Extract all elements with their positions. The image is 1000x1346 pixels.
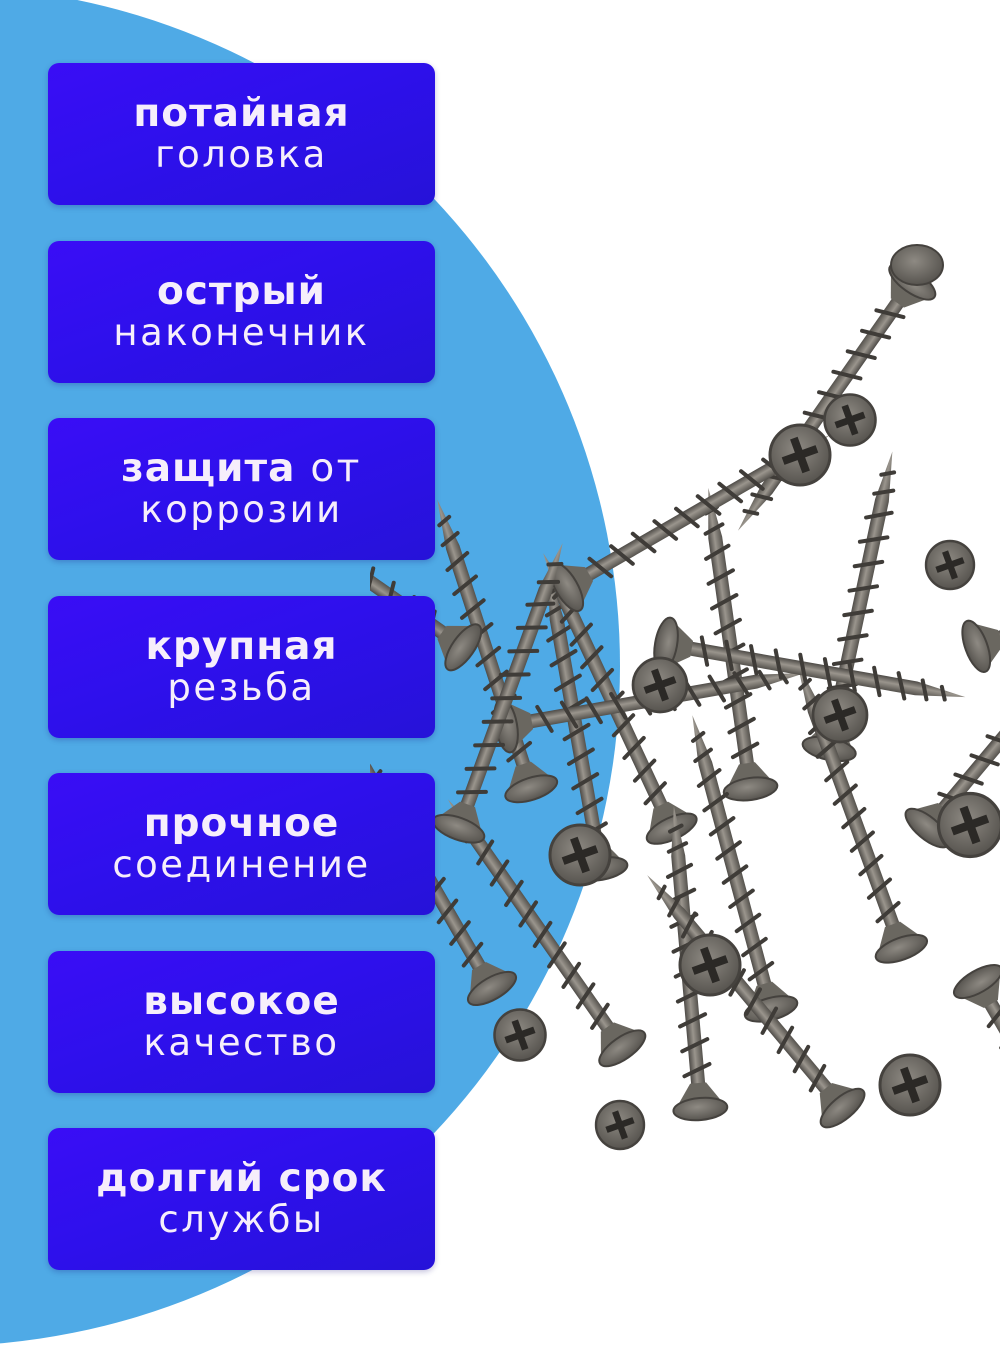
feature-title: защита [121,446,296,491]
feature-card-countersunk-head: потайная головка [48,63,435,205]
feature-subtitle: головка [155,133,328,176]
feature-card-coarse-thread: крупная резьба [48,596,435,738]
feature-card-long-service-life: долгий срок службы [48,1128,435,1270]
feature-title: потайная [133,91,350,136]
feature-title: высокое [143,979,340,1024]
feature-card-corrosion-protection: защита от коррозии [48,418,435,560]
feature-card-sharp-tip: острый наконечник [48,241,435,383]
feature-subtitle: службы [158,1198,325,1241]
feature-title: прочное [143,801,340,846]
feature-subtitle: качество [143,1021,340,1064]
feature-card-strong-connection: прочное соединение [48,773,435,915]
feature-subtitle: наконечник [113,311,370,354]
feature-subtitle: резьба [167,666,316,709]
feature-title: острый [156,269,327,314]
feature-title: крупная [145,624,338,669]
feature-title-regular: от [295,446,362,491]
feature-title: долгий срок [96,1156,387,1201]
screws-pile-image [370,244,1000,1155]
feature-card-high-quality: высокое качество [48,951,435,1093]
feature-subtitle: коррозии [140,488,343,531]
feature-subtitle: соединение [112,843,371,886]
